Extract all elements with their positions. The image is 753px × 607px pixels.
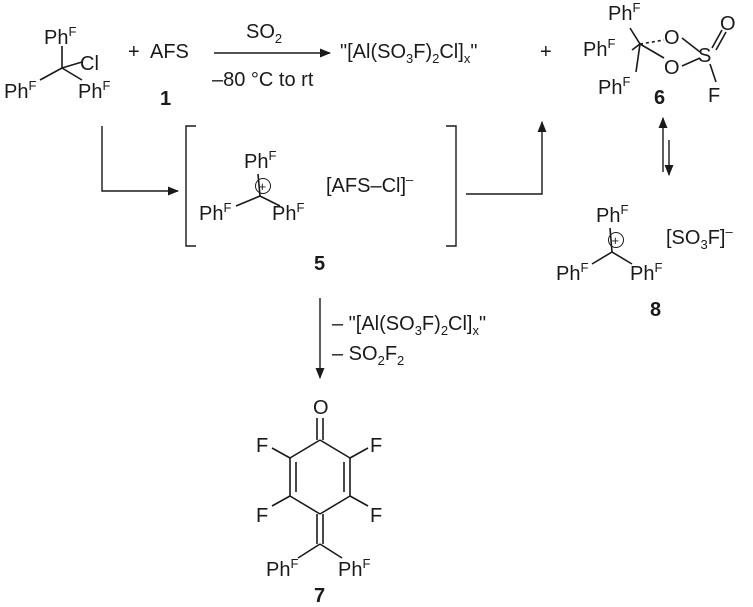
- trityl-chloride: PhF Cl PhF PhF: [4, 24, 110, 103]
- reagent-so2: SO2: [246, 21, 282, 46]
- elimination-line-2: – SO2F2: [332, 343, 404, 368]
- compound-7: O F F F F PhF PhF 7: [256, 397, 382, 607]
- right-bracket: [446, 125, 457, 247]
- intermediate-5: PhF + PhF PhF [AFS–Cl]– 5: [185, 125, 457, 275]
- oxygen-label: O: [664, 57, 680, 79]
- plus-sign: +: [128, 41, 140, 63]
- cation-charge: [255, 178, 271, 194]
- compound-8-number: 8: [650, 299, 661, 321]
- ph-label: PhF: [608, 0, 640, 25]
- oxygen-label: O: [720, 13, 736, 35]
- anion-afs-cl: [AFS–Cl]–: [326, 172, 414, 197]
- fluorine-label: F: [370, 505, 382, 527]
- cl-label: Cl: [80, 53, 99, 75]
- ph-label: PhF: [272, 200, 304, 225]
- ph-label: PhF: [630, 260, 662, 285]
- anion-so3f: [SO3F]–: [666, 224, 733, 252]
- compound-7-number: 7: [314, 585, 325, 607]
- ph-label: PhF: [598, 74, 630, 99]
- compound-5-number: 5: [314, 253, 325, 275]
- fluorine-label: F: [370, 435, 382, 457]
- oxygen-label: O: [664, 27, 680, 49]
- ph-label-top: PhF: [44, 24, 76, 49]
- ph-label: PhF: [583, 36, 615, 61]
- cation-charge-sign: +: [612, 233, 620, 248]
- compound-1-number: 1: [160, 88, 171, 110]
- arrow-5-to-products: [466, 120, 547, 195]
- ph-label: PhF: [596, 202, 628, 227]
- ph-label: PhF: [556, 260, 588, 285]
- aluminium-product: "[Al(SO3F)2Cl]x": [340, 41, 477, 66]
- fluorine-label: F: [256, 435, 268, 457]
- elimination-line-1: – "[Al(SO3F)2Cl]x": [332, 313, 486, 338]
- ph-label-right: PhF: [78, 78, 110, 103]
- ph-label-left: PhF: [4, 78, 36, 103]
- reaction-condition: –80 °C to rt: [212, 69, 314, 91]
- fluorine-label: F: [256, 505, 268, 527]
- sulfur-label: S: [698, 45, 711, 67]
- arrow-to-5: [101, 126, 180, 196]
- afs-label: AFS: [150, 41, 189, 63]
- compound-8: PhF + PhF PhF [SO3F]– 8: [556, 202, 733, 321]
- compound-6-number: 6: [654, 87, 665, 109]
- oxygen-label: O: [313, 397, 329, 419]
- ph-label: PhF: [199, 200, 231, 225]
- compound-6: PhF PhF PhF O O S O F 6: [583, 0, 736, 109]
- fluorine-label: F: [708, 85, 720, 107]
- ph-label: PhF: [266, 556, 298, 581]
- plus-sign-2: +: [540, 41, 552, 63]
- ph-label: PhF: [244, 148, 276, 173]
- left-bracket: [185, 125, 196, 247]
- ph-label: PhF: [338, 556, 370, 581]
- cation-charge-sign: +: [259, 179, 267, 194]
